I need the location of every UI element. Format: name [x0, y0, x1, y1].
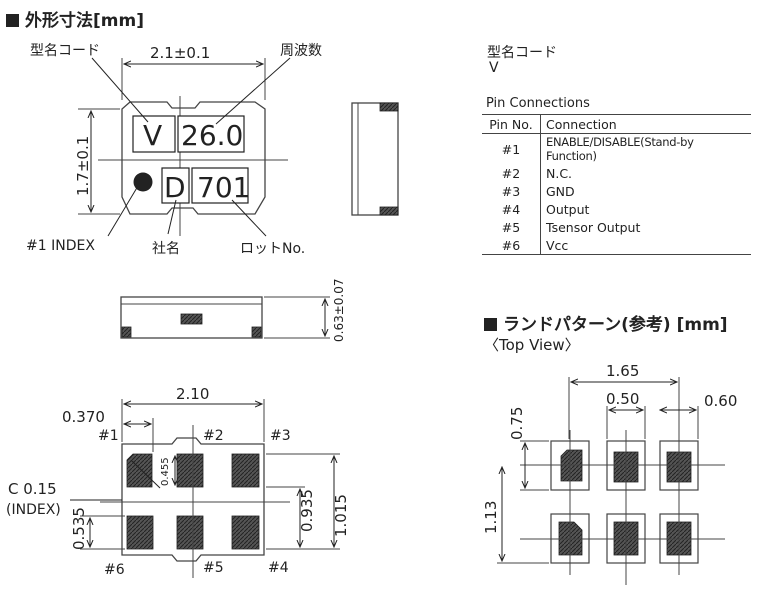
front-view	[120, 296, 330, 339]
index-label: (INDEX)	[6, 502, 61, 518]
pin-no-cell: #3	[482, 182, 541, 200]
pad-width-dim: 0.455	[160, 457, 171, 486]
land-pitch-dim: 1.65	[606, 362, 640, 380]
top-width-dim: 2.1±0.1	[150, 44, 211, 62]
pin-label-6: #6	[104, 562, 125, 578]
pin-no-cell: #6	[482, 236, 541, 255]
land-gap-dim: 0.60	[704, 392, 738, 410]
pin-label-4: #4	[268, 560, 289, 576]
chamfer-label: C 0.15	[8, 480, 57, 498]
pin-table-title: Pin Connections	[486, 96, 590, 111]
pin-no-cell: #1	[482, 133, 541, 164]
pin-connections-table: Pin No. Connection #1 ENABLE/DISABLE(Sta…	[482, 114, 751, 255]
mark-company-text: D	[164, 171, 186, 204]
pad-4	[231, 515, 260, 550]
square-bullet-icon	[6, 14, 19, 27]
type-code-label: 型名コード	[487, 45, 557, 61]
label-lot-no: ロットNo.	[240, 241, 306, 257]
type-code-value: V	[489, 60, 499, 76]
mark-box-lot	[191, 167, 249, 204]
mark-box-company	[161, 167, 190, 204]
connection-cell: Output	[546, 201, 590, 217]
pad-height-dim: 0.535	[70, 507, 88, 550]
pad-1	[126, 453, 153, 488]
pad-5	[176, 515, 204, 550]
pin-label-1: #1	[98, 428, 119, 444]
connection-cell: Tsensor Output	[546, 219, 641, 235]
pad-6	[126, 515, 154, 550]
mark-box-type	[132, 115, 176, 153]
pad-pitch-dim: 0.370	[62, 408, 105, 426]
pin-no-cell: #5	[482, 218, 541, 236]
mark-box-frequency	[177, 115, 245, 153]
top-height-dim: 1.7±0.1	[74, 135, 92, 196]
outline-section-title: 外形寸法[mm]	[6, 6, 144, 31]
land-span-dim: 1.13	[482, 500, 500, 534]
table-header-row: Pin No. Connection	[482, 114, 751, 134]
pin1-index-dot	[133, 172, 153, 192]
pad-3	[231, 453, 260, 488]
pin-label-2: #2	[203, 428, 224, 444]
side-view-right	[351, 102, 399, 216]
connection-cell: N.C.	[546, 165, 573, 181]
pin-no-cell: #2	[482, 164, 541, 182]
label-company: 社名	[152, 241, 180, 257]
land-width-dim: 0.50	[606, 390, 640, 408]
connection-cell: GND	[546, 183, 575, 199]
connection-cell: Vcc	[540, 236, 751, 255]
mark-lot-text: 701	[197, 171, 250, 204]
bottom-width-dim: 2.10	[176, 385, 210, 403]
square-bullet-icon	[484, 318, 497, 331]
table-row: #2 N.C.	[482, 164, 751, 182]
land-pattern-section-title: ランドパターン(参考) [mm]	[484, 310, 728, 335]
thickness-dim: 0.63±0.07	[332, 278, 346, 343]
row-spacing-dim: 0.935	[298, 489, 316, 532]
pad-2	[176, 453, 204, 488]
header-connection: Connection	[540, 114, 751, 134]
pin-label-3: #3	[270, 428, 291, 444]
table-row: #5 Tsensor Output	[482, 218, 751, 236]
connection-cell: ENABLE/DISABLE(Stand-by Function)	[546, 135, 694, 163]
top-view	[78, 57, 291, 237]
table-row: #1 ENABLE/DISABLE(Stand-by Function)	[482, 133, 751, 164]
label-frequency: 周波数	[280, 43, 322, 59]
table-row: #3 GND	[482, 182, 751, 200]
land-height-dim: 0.75	[508, 406, 526, 440]
land-pattern-subtitle: 〈Top View〉	[484, 336, 580, 354]
pin-label-5: #5	[203, 560, 224, 576]
label-type-code: 型名コード	[30, 43, 100, 59]
mark-frequency-text: 26.0	[181, 119, 243, 152]
bottom-view	[70, 399, 340, 578]
span-dim: 1.015	[332, 494, 350, 537]
table-row: #6 Vcc	[482, 236, 751, 255]
land-pattern	[497, 377, 725, 585]
mark-type-text: V	[143, 119, 162, 152]
label-pin1-index: #1 INDEX	[26, 238, 95, 254]
table-row: #4 Output	[482, 200, 751, 218]
header-pin-no: Pin No.	[482, 114, 541, 134]
pin-no-cell: #4	[482, 200, 541, 218]
